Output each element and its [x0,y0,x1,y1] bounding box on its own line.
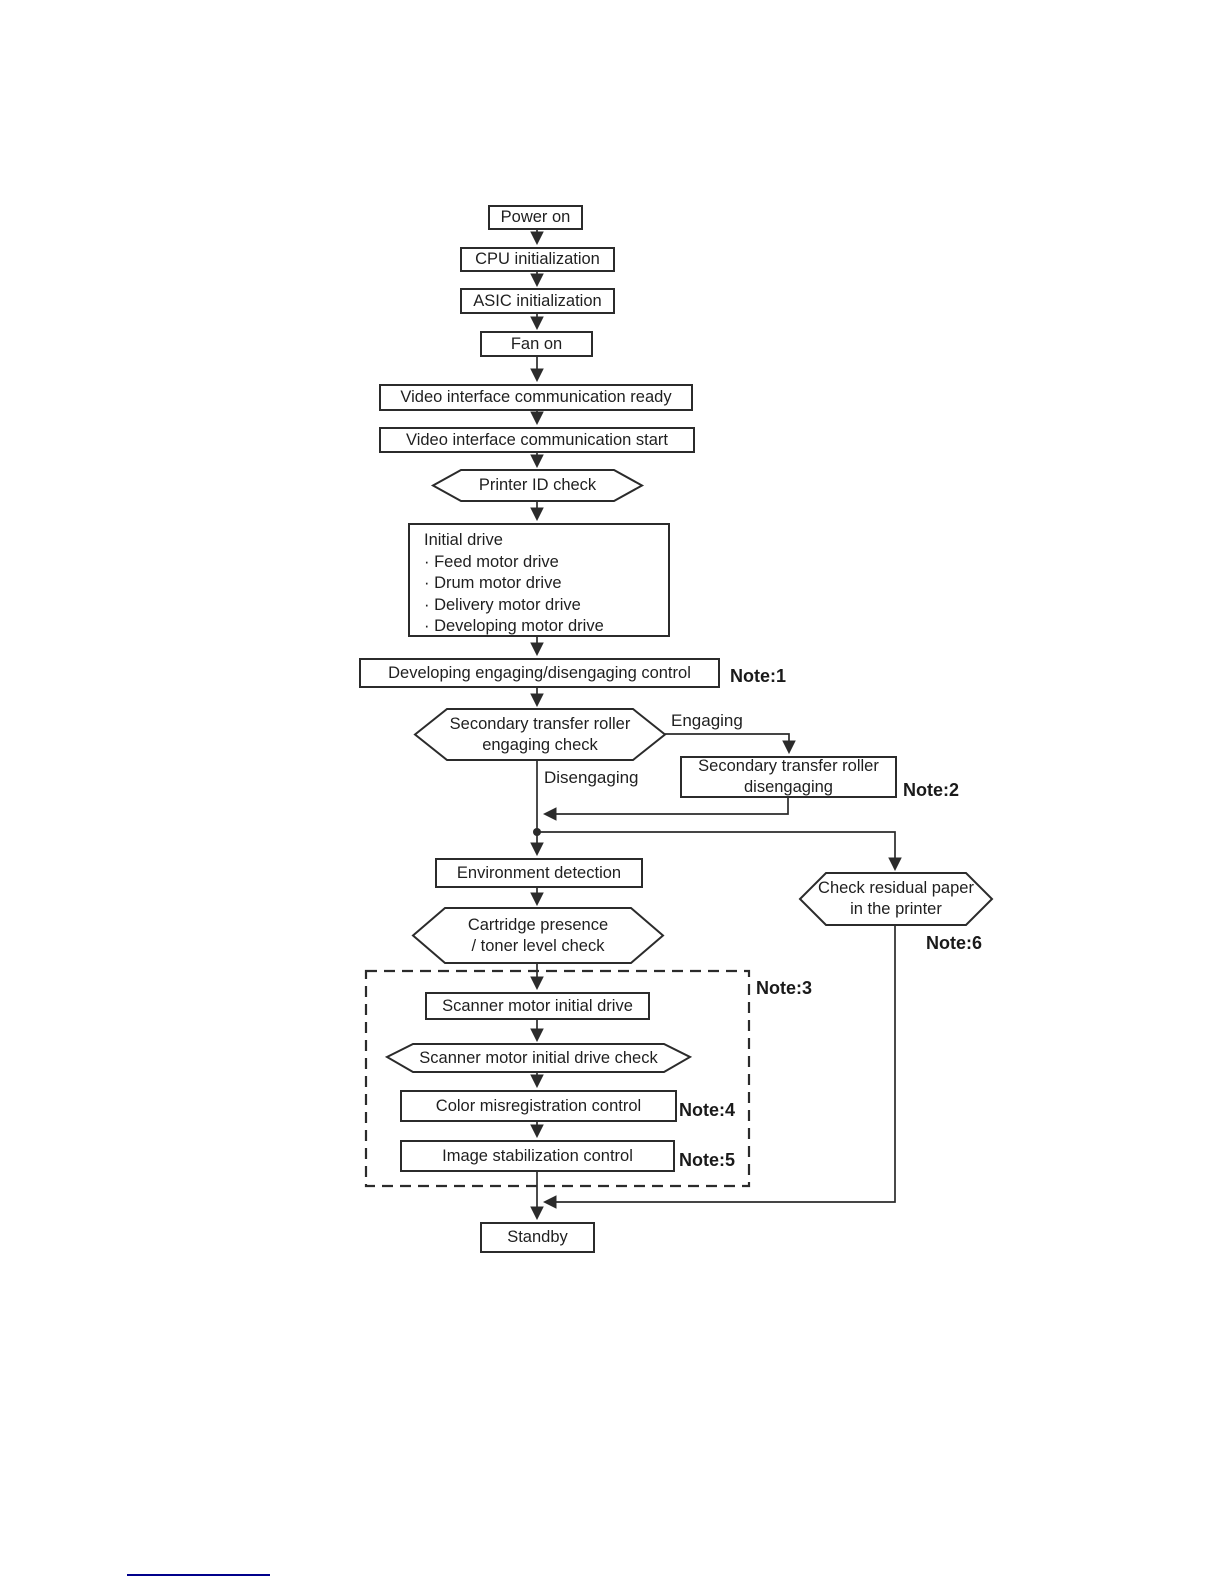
node-developing-engaging-control: Developing engaging/disengaging control [359,658,720,688]
note-2-label: Note:2 [903,780,960,800]
note-4-label: Note:4 [679,1100,736,1120]
connector-disengage-return [542,798,789,821]
initial-drive-title: Initial drive [424,531,503,549]
node-standby: Standby [480,1222,595,1253]
initial-drive-item: · Delivery motor drive [424,595,581,614]
connector-residual-return [542,925,896,1209]
node-initial-drive: Initial drive · Feed motor drive · Drum … [408,523,670,637]
node-color-misregistration-control: Color misregistration control [400,1090,677,1122]
node-environment-detection: Environment detection [435,858,643,888]
node-asic-initialization: ASIC initialization [460,288,615,314]
note-5-label: Note:5 [679,1150,736,1170]
decision-cartridge-check-shape [411,907,665,964]
decision-secondary-transfer-check: Secondary transfer roller engaging check [449,714,631,754]
node-power-on: Power on [488,205,583,230]
node-video-interface-start: Video interface communication start [379,427,695,453]
footer-rule [127,1574,270,1576]
decision-scanner-motor-check-shape [384,1043,693,1073]
node-secondary-transfer-disengaging: Secondary transfer roller disengaging [680,756,897,798]
decision-check-residual-paper-shape [798,872,994,926]
initial-drive-item: · Developing motor drive [424,617,604,635]
node-image-stabilization-control: Image stabilization control [400,1140,675,1172]
node-fan-on: Fan on [480,331,593,357]
note-6-label: Note:6 [926,933,983,953]
decision-secondary-transfer-check-shape [413,708,667,761]
node-video-interface-ready: Video interface communication ready [379,384,693,411]
edge-label-engaging: Engaging [671,711,743,730]
connector-engaging-branch [665,733,796,755]
node-cpu-initialization: CPU initialization [460,247,615,272]
decision-cartridge-check: Cartridge presence / toner level check [467,915,609,955]
decision-printer-id-check-shape [430,469,645,502]
initial-drive-item: · Drum motor drive [424,574,562,592]
note3-dashed-group-frame [364,969,751,1188]
note-1-label: Note:1 [730,666,787,686]
decision-printer-id-check: Printer ID check [478,476,597,494]
decision-check-residual-paper: Check residual paper in the printer [818,879,974,918]
connector-residual-branch [537,831,902,872]
initial-drive-item: · Feed motor drive [424,552,559,571]
node-scanner-motor-initial-drive: Scanner motor initial drive [425,992,650,1020]
edge-label-disengaging: Disengaging [544,768,639,787]
note-3-label: Note:3 [756,978,813,998]
decision-scanner-motor-check: Scanner motor initial drive check [419,1048,658,1067]
